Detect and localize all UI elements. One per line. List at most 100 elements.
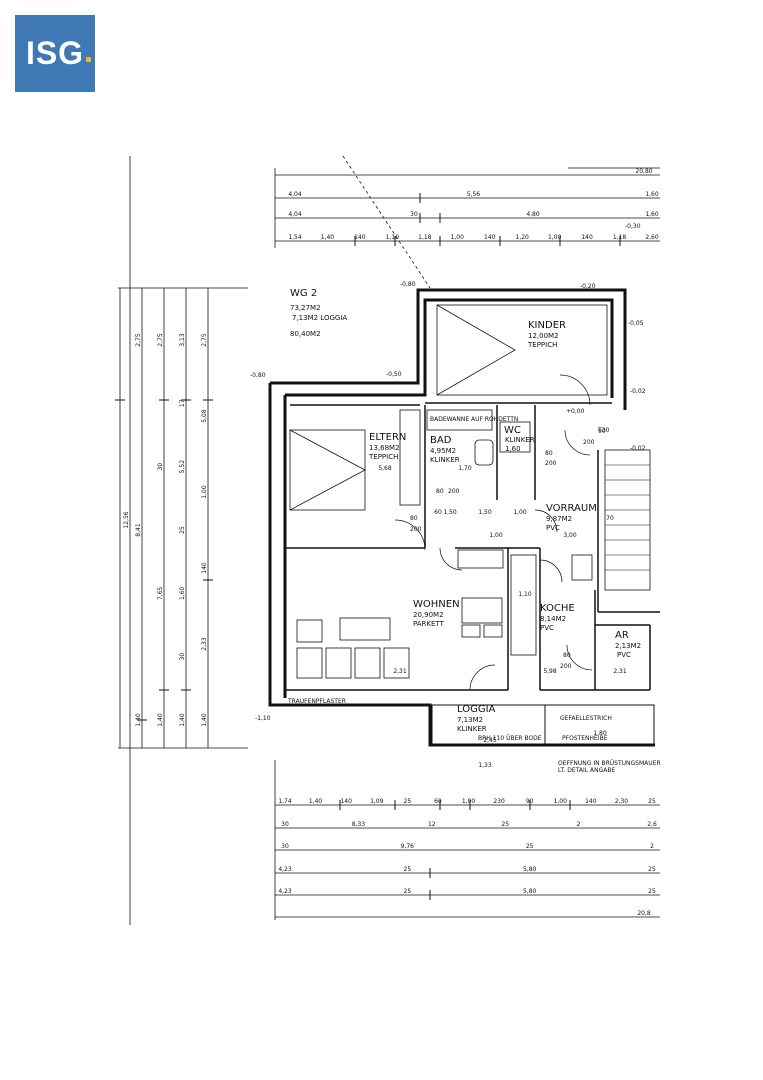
- dim-left-c5-1: 5,08: [201, 409, 208, 423]
- note-gefaelle: GEFAELLESTRICH: [560, 715, 612, 722]
- dim-bottom-r2-3: 25: [501, 821, 509, 828]
- dim-left-c5-2: 1,00: [201, 485, 208, 499]
- isg-logo: ISG: [15, 15, 95, 92]
- dim-interior-8: 1,10: [518, 591, 532, 598]
- room-loggia-floor: KLINKER: [457, 725, 487, 733]
- dim-bottom-r2-0: 30: [281, 821, 289, 828]
- room-eltern-name: ELTERN: [369, 432, 406, 443]
- dim-interior-15: 70: [606, 515, 614, 522]
- door-d10: 200: [560, 663, 572, 670]
- dim-bottom-r2-2: 12: [428, 821, 436, 828]
- dimension-ticks: [115, 193, 621, 900]
- dim-interior-5: 1,50: [478, 509, 492, 516]
- door-d6: 200: [545, 460, 557, 467]
- plan-notes: BADEWANNE AUF ROHDETTN TRAUFENPFLASTER G…: [287, 416, 661, 774]
- dim-bottom-r3-2: 25: [526, 843, 534, 850]
- room-eltern-floor: TEPPICH: [368, 453, 398, 461]
- dim-bottom-r1-0: 1,74: [278, 798, 292, 805]
- room-ar-area: 2,13M2: [615, 642, 641, 650]
- room-koche-floor: PVC: [540, 624, 554, 632]
- dim-bottom-r1-7: 230: [493, 798, 505, 805]
- unit-loggia: 7,13M2 LOGGIA: [292, 314, 347, 322]
- dim-bottom-r5-0: 4,23: [278, 888, 292, 895]
- room-koche-name: KOCHE: [540, 603, 575, 614]
- dim-left-c4-6: 1,40: [179, 713, 186, 727]
- dim-bottom-r4-2: 5,80: [523, 866, 537, 873]
- dim-bottom-r5-2: 5,80: [523, 888, 537, 895]
- dim-top-r1-0: 20,80: [635, 168, 652, 175]
- dim-bottom-r2-5: 2,6: [647, 821, 657, 828]
- dim-left-c5-4: 2,33: [201, 637, 208, 651]
- dim-left-c5-5: 1,40: [201, 713, 208, 727]
- dim-interior-10: 5,98: [543, 668, 557, 675]
- door-d4: 200: [583, 439, 595, 446]
- dim-interior-6: 1,00: [489, 532, 503, 539]
- dim-bottom-r3-3: 2: [650, 843, 654, 850]
- door-d1: 80: [410, 515, 418, 522]
- dim-left-c4-4: 1,60: [179, 586, 186, 600]
- dim-left-c2-2: 1,40: [135, 713, 142, 727]
- room-bad-name: BAD: [430, 435, 452, 446]
- level-l7: -0,30: [625, 223, 641, 230]
- dim-top-r4-8: 1,00: [548, 234, 562, 241]
- room-wc-area: 1,60: [505, 445, 521, 453]
- level-l8: -0,02: [630, 388, 646, 395]
- door-d7: 80: [436, 488, 444, 495]
- dim-top-r3-2: 4,80: [526, 211, 540, 218]
- note-badewanne: BADEWANNE AUF ROHDETTN: [430, 416, 518, 423]
- logo-accent-dot: [86, 57, 91, 62]
- dim-bottom-r1-9: 1,00: [554, 798, 568, 805]
- room-kinder-area: 12,00M2: [528, 332, 559, 340]
- room-vorraum-floor: PVC: [546, 524, 560, 532]
- dim-top-r4-9: 140: [581, 234, 593, 241]
- dim-top-r3-1: 30: [410, 211, 418, 218]
- dim-interior-12: 1,33: [478, 762, 492, 769]
- dim-bottom-r4-3: 25: [648, 866, 656, 873]
- level-l3: -0,80: [250, 372, 266, 379]
- note-pfosten: PFOSTENHEIBE: [562, 735, 608, 742]
- level-l1: -0,80: [400, 281, 416, 288]
- interior-walls: [285, 402, 660, 691]
- door-d2: 200: [410, 526, 422, 533]
- dim-bottom-r1-8: 90: [526, 798, 534, 805]
- dim-top-r2-2: 1,60: [645, 191, 659, 198]
- unit-label: WG 2 73,27M2 7,13M2 LOGGIA 80,40M2: [290, 288, 347, 338]
- dim-top-r2-1: 5,56: [467, 191, 481, 198]
- dim-bottom-r5-1: 25: [404, 888, 412, 895]
- dim-left-c2-0: 2,75: [135, 333, 142, 347]
- dim-top-r4-6: 140: [484, 234, 496, 241]
- dim-left-c5-0: 2,75: [201, 333, 208, 347]
- dim-bottom-r2-4: 2: [577, 821, 581, 828]
- dim-bottom-r1-4: 25: [404, 798, 412, 805]
- dim-interior-13: 2,45: [483, 737, 497, 744]
- room-bad-area: 4,95M2: [430, 447, 456, 455]
- loggia-railing: [431, 704, 655, 746]
- dim-bottom-r2-1: 8,33: [352, 821, 366, 828]
- dim-left-c5-3: 140: [201, 562, 208, 574]
- dim-left-c2-1: 8,41: [135, 523, 142, 537]
- dim-bottom-r5-3: 25: [648, 888, 656, 895]
- dim-top-r4-7: 1,20: [516, 234, 530, 241]
- dim-top-r2-0: 4,04: [288, 191, 302, 198]
- dim-interior-14: 1,80: [593, 730, 607, 737]
- room-labels: KINDER 12,00M2 TEPPICH ELTERN 13,68M2 TE…: [368, 320, 641, 733]
- level-l2: -0,50: [386, 371, 402, 378]
- dim-interior-9: 2,31: [393, 668, 407, 675]
- room-wohnen-floor: PARKETT: [413, 620, 445, 628]
- dim-left-c1-0: 12,56: [123, 511, 130, 528]
- room-vorraum-area: 9,87M2: [546, 515, 572, 523]
- door-d3: 90: [598, 428, 606, 435]
- room-koche-area: 8,14M2: [540, 615, 566, 623]
- dim-interior-11: 2,31: [613, 668, 627, 675]
- staircase-treads: [605, 464, 650, 571]
- dim-left-c4-3: 25: [179, 526, 186, 534]
- dim-bottom-r1-3: 1,09: [370, 798, 384, 805]
- dim-left-c4-1: 17: [179, 399, 186, 407]
- door-swings: [394, 374, 593, 691]
- room-wohnen-name: WOHNEN: [413, 599, 460, 610]
- dim-bottom-r4-1: 25: [404, 866, 412, 873]
- room-wc-name: WC: [504, 425, 521, 436]
- note-detail: LT. DETAIL ANGABE: [558, 767, 615, 774]
- dim-top-r4-5: 1,00: [451, 234, 465, 241]
